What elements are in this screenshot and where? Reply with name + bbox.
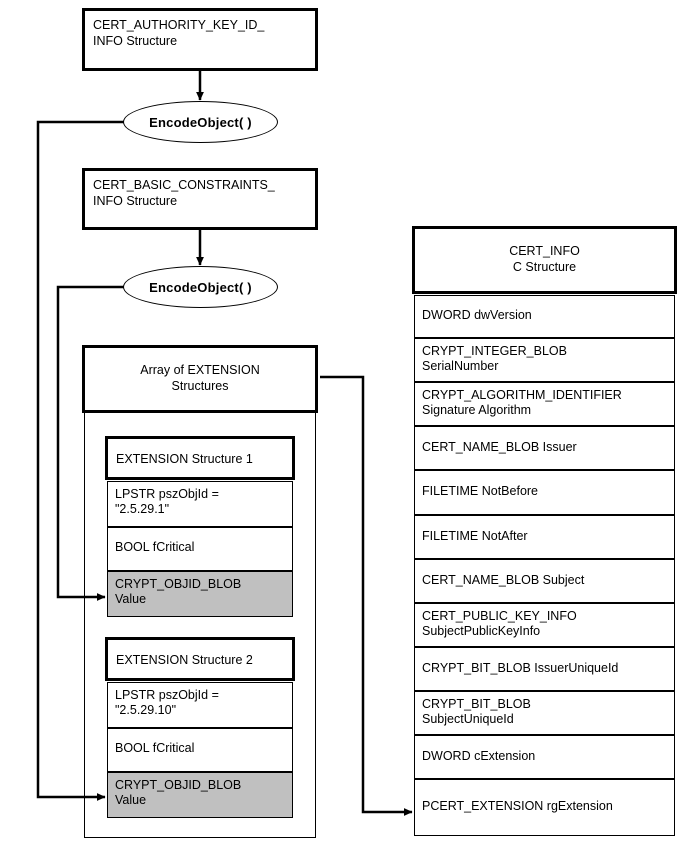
ellipse-encode-object-2-label: EncodeObject( ) [149, 279, 252, 295]
box-array-of-extension-structures: Array of EXTENSION Structures [82, 345, 318, 413]
extension-structure-1-field-value: CRYPT_OBJID_BLOB Value [107, 571, 293, 617]
box-cert-basic-constraints-info: CERT_BASIC_CONSTRAINTS_ INFO Structure [82, 168, 318, 230]
extension-structure-1-field-pszobjid: LPSTR pszObjId = "2.5.29.1" [107, 481, 293, 527]
cert-info-row-notbefore: FILETIME NotBefore [414, 470, 675, 515]
extension-structure-2-field-pszobjid: LPSTR pszObjId = "2.5.29.10" [107, 682, 293, 728]
cert-info-row-rgextension: PCERT_EXTENSION rgExtension [414, 779, 675, 836]
cert-info-row-cextension: DWORD cExtension [414, 735, 675, 779]
cert-info-row-dwversion: DWORD dwVersion [414, 295, 675, 338]
cert-info-row-issuer: CERT_NAME_BLOB Issuer [414, 426, 675, 470]
cert-info-row-serialnumber: CRYPT_INTEGER_BLOB SerialNumber [414, 338, 675, 382]
cert-info-row-subjectpublickeyinfo: CERT_PUBLIC_KEY_INFO SubjectPublicKeyInf… [414, 603, 675, 647]
cert-info-header-label: CERT_INFO C Structure [509, 244, 580, 274]
ellipse-encode-object-1: EncodeObject( ) [123, 101, 278, 143]
ellipse-encode-object-2: EncodeObject( ) [123, 266, 278, 308]
extension-structure-1-field-fcritical: BOOL fCritical [107, 527, 293, 571]
extension-structure-1-header: EXTENSION Structure 1 [105, 436, 295, 480]
box-array-of-extension-structures-label: Array of EXTENSION Structures [140, 363, 260, 393]
cert-info-row-subject: CERT_NAME_BLOB Subject [414, 559, 675, 603]
connector-array-to-rgextension [320, 375, 413, 816]
box-cert-authority-key-id-info-label: CERT_AUTHORITY_KEY_ID_ INFO Structure [93, 18, 265, 48]
extension-structure-1-header-label: EXTENSION Structure 1 [116, 452, 253, 466]
cert-info-header: CERT_INFO C Structure [412, 226, 677, 294]
cert-info-row-issueruniqueid: CRYPT_BIT_BLOB IssuerUniqueId [414, 647, 675, 691]
extension-structure-2-field-value: CRYPT_OBJID_BLOB Value [107, 772, 293, 818]
box-cert-basic-constraints-info-label: CERT_BASIC_CONSTRAINTS_ INFO Structure [93, 178, 275, 208]
cert-info-row-signature-algorithm: CRYPT_ALGORITHM_IDENTIFIER Signature Alg… [414, 382, 675, 426]
ellipse-encode-object-1-label: EncodeObject( ) [149, 114, 252, 130]
cert-info-row-subjectuniqueid: CRYPT_BIT_BLOB SubjectUniqueId [414, 691, 675, 735]
box-cert-authority-key-id-info: CERT_AUTHORITY_KEY_ID_ INFO Structure [82, 8, 318, 71]
cert-info-row-notafter: FILETIME NotAfter [414, 515, 675, 559]
extension-structure-2-header: EXTENSION Structure 2 [105, 637, 295, 681]
extension-structure-2-header-label: EXTENSION Structure 2 [116, 653, 253, 667]
extension-structure-2-field-fcritical: BOOL fCritical [107, 728, 293, 772]
